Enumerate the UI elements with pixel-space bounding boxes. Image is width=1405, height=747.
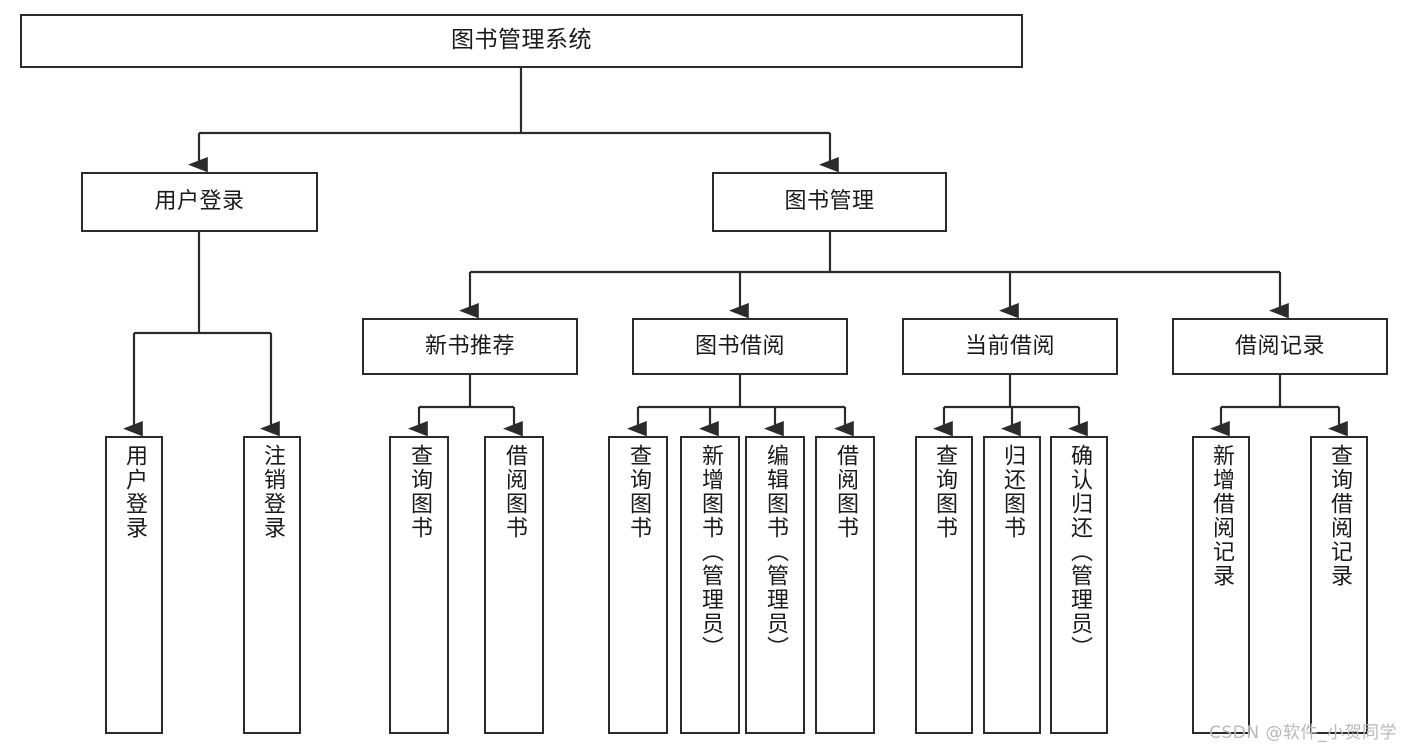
node-new-book-recommend-label: 新书推荐	[424, 333, 515, 359]
node-borrow-record-label: 借阅记录	[1234, 333, 1325, 359]
node-book-management-label: 图书管理	[784, 189, 875, 215]
node-root[interactable]: 图书管理系统	[20, 14, 1023, 68]
node-leaf-edit-book[interactable]: 编辑图书（管理员）	[745, 436, 805, 734]
node-book-management[interactable]: 图书管理	[712, 172, 947, 232]
node-leaf-logout[interactable]: 注销登录	[243, 436, 301, 734]
node-leaf-return-book[interactable]: 归还图书	[983, 436, 1041, 734]
node-new-book-recommend[interactable]: 新书推荐	[362, 318, 578, 375]
watermark: CSDN @软件_小贺同学	[1209, 723, 1397, 743]
node-leaf-borrow-book-1[interactable]: 借阅图书	[484, 436, 544, 734]
node-leaf-query-book-2[interactable]: 查询图书	[608, 436, 668, 734]
node-book-borrow-label: 图书借阅	[694, 333, 785, 359]
node-leaf-query-record-label: 查询借阅记录	[1327, 444, 1352, 588]
node-user-login-label: 用户登录	[154, 189, 245, 215]
node-leaf-add-record[interactable]: 新增借阅记录	[1192, 436, 1250, 734]
node-current-borrow[interactable]: 当前借阅	[902, 318, 1118, 375]
node-leaf-query-book-3-label: 查询图书	[932, 444, 957, 540]
node-leaf-borrow-book-1-label: 借阅图书	[502, 444, 527, 540]
node-leaf-edit-book-label: 编辑图书（管理员）	[763, 444, 788, 660]
node-book-borrow[interactable]: 图书借阅	[632, 318, 848, 375]
node-leaf-query-book-1[interactable]: 查询图书	[389, 436, 449, 734]
node-leaf-add-record-label: 新增借阅记录	[1209, 444, 1234, 588]
node-leaf-confirm-return[interactable]: 确认归还（管理员）	[1050, 436, 1108, 734]
node-borrow-record[interactable]: 借阅记录	[1172, 318, 1388, 375]
node-leaf-query-book-2-label: 查询图书	[626, 444, 651, 540]
node-leaf-add-book-label: 新增图书（管理员）	[698, 444, 723, 660]
node-root-label: 图书管理系统	[451, 27, 592, 54]
node-leaf-borrow-book-2-label: 借阅图书	[833, 444, 858, 540]
node-leaf-logout-label: 注销登录	[260, 444, 285, 540]
node-leaf-query-record[interactable]: 查询借阅记录	[1310, 436, 1368, 734]
node-leaf-return-book-label: 归还图书	[1000, 444, 1025, 540]
node-leaf-borrow-book-2[interactable]: 借阅图书	[815, 436, 875, 734]
node-leaf-user-login[interactable]: 用户登录	[105, 436, 163, 734]
node-leaf-confirm-return-label: 确认归还（管理员）	[1067, 444, 1092, 660]
node-leaf-query-book-3[interactable]: 查询图书	[915, 436, 973, 734]
node-leaf-user-login-label: 用户登录	[122, 444, 147, 540]
node-leaf-add-book[interactable]: 新增图书（管理员）	[680, 436, 740, 734]
node-current-borrow-label: 当前借阅	[964, 333, 1055, 359]
node-user-login[interactable]: 用户登录	[81, 172, 318, 232]
node-leaf-query-book-1-label: 查询图书	[407, 444, 432, 540]
